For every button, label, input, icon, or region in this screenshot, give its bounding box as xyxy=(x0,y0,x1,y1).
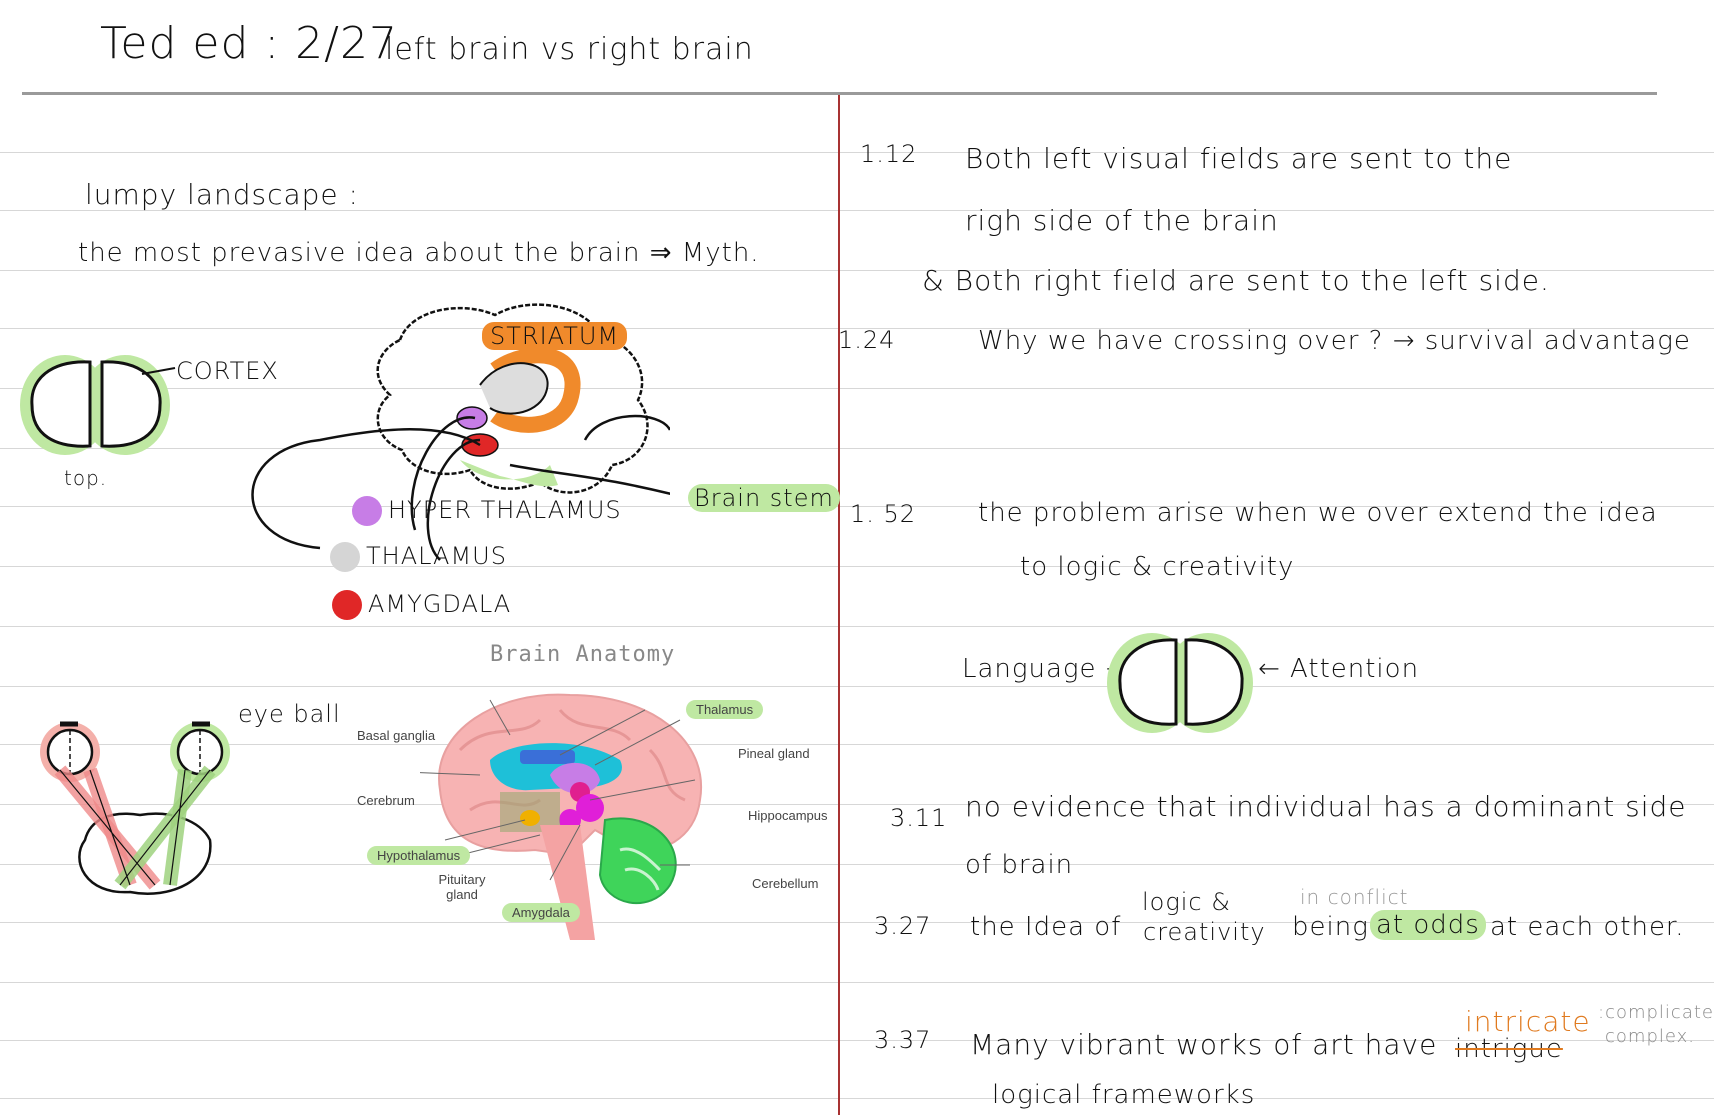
note-time-3: 1. 52 xyxy=(850,500,917,528)
note-3-line-2: to logic & creativity xyxy=(1020,552,1295,582)
note-time-1: 1.12 xyxy=(860,140,918,168)
note-time-5: 3.27 xyxy=(874,912,932,940)
page-topic: left brain vs right brain xyxy=(385,32,754,67)
anatomy-label-pineal-gland: Pineal gland xyxy=(738,746,810,761)
language-label: Language → xyxy=(962,654,1129,684)
note-time-4: 3.11 xyxy=(890,804,948,832)
note-4-line-1: no evidence that individual has a domina… xyxy=(965,790,1687,823)
top-label: top. xyxy=(64,466,108,490)
hyper-thalamus-label: HYPER THALAMUS xyxy=(352,496,622,526)
intrigue-strikethrough: intrigue xyxy=(1455,1034,1563,1064)
brain-hemispheres-sketch xyxy=(1107,633,1253,733)
note-time-6: 3.37 xyxy=(874,1026,932,1054)
brain-anatomy-illustration xyxy=(420,693,703,940)
attention-label: ← Attention xyxy=(1258,654,1420,684)
intricate-annotation: intricate xyxy=(1465,1005,1591,1038)
note-time-2: 1.24 xyxy=(838,326,896,354)
margin-line xyxy=(838,95,840,1115)
logic-annotation: logic & xyxy=(1142,888,1231,916)
amygdala-color-dot xyxy=(332,590,362,620)
creativity-annotation: creativity xyxy=(1143,918,1266,946)
note-6-line-2: logical frameworks xyxy=(992,1080,1256,1110)
complex-annotation: complex. xyxy=(1605,1026,1696,1047)
eye-ball-label: eye ball xyxy=(238,700,341,728)
note-5-being: being xyxy=(1292,912,1369,942)
brain-stem-label: Brain stem xyxy=(688,484,840,512)
anatomy-label-amygdala: Amygdala xyxy=(502,903,580,922)
visual-crossing-sketch xyxy=(40,721,230,895)
thalamus-label: THALAMUS xyxy=(330,542,507,572)
complicated-annotation: :complicated xyxy=(1598,1002,1714,1023)
brain-side-sketch xyxy=(251,303,670,561)
note-3-line-1: the problem arise when we over extend th… xyxy=(978,498,1658,528)
thalamus-color-dot xyxy=(330,542,360,572)
note-6-line-1: Many vibrant works of art have xyxy=(970,1028,1438,1061)
header-divider xyxy=(22,92,1657,95)
cortex-pointer xyxy=(141,367,176,375)
anatomy-label-hypothalamus: Hypothalamus xyxy=(367,846,471,865)
amygdala-label: AMYGDALA xyxy=(332,590,511,620)
anatomy-label-hippocampus: Hippocampus xyxy=(748,808,828,823)
note-1-line-1: Both left visual fields are sent to the xyxy=(965,142,1513,175)
striatum-label: STRIATUM xyxy=(482,322,628,350)
note-4-line-2: of brain xyxy=(965,850,1074,880)
note-5-at-odds: at odds xyxy=(1370,910,1486,940)
anatomy-label-pituitary: Pituitary gland xyxy=(438,872,486,902)
note-1-line-2: righ side of the brain xyxy=(965,204,1279,237)
anatomy-label-cerebellum: Cerebellum xyxy=(752,876,819,891)
myth-statement: the most prevasive idea about the brain … xyxy=(78,238,760,268)
lumpy-landscape-heading: lumpy landscape : xyxy=(85,178,359,211)
cortex-label: CORTEX xyxy=(176,357,279,385)
anatomy-label-thalamus: Thalamus xyxy=(686,700,764,719)
note-1-line-3: & Both right field are sent to the left … xyxy=(922,264,1550,297)
anatomy-label-basal-ganglia: Basal ganglia xyxy=(357,728,436,743)
hyper-thalamus-color-dot xyxy=(352,496,382,526)
page-title: Ted ed : 2/27 xyxy=(100,18,398,69)
note-2-line-1: Why we have crossing over ? → survival a… xyxy=(978,326,1691,356)
note-5-line-end: at each other. xyxy=(1490,912,1685,942)
in-conflict-annotation: in conflict xyxy=(1300,885,1409,909)
anatomy-title: Brain Anatomy xyxy=(490,642,676,667)
note-5-line-1: the Idea of xyxy=(970,912,1122,942)
anatomy-label-cerebrum: Cerebrum xyxy=(357,793,415,808)
brain-top-view-sketch xyxy=(20,355,170,455)
